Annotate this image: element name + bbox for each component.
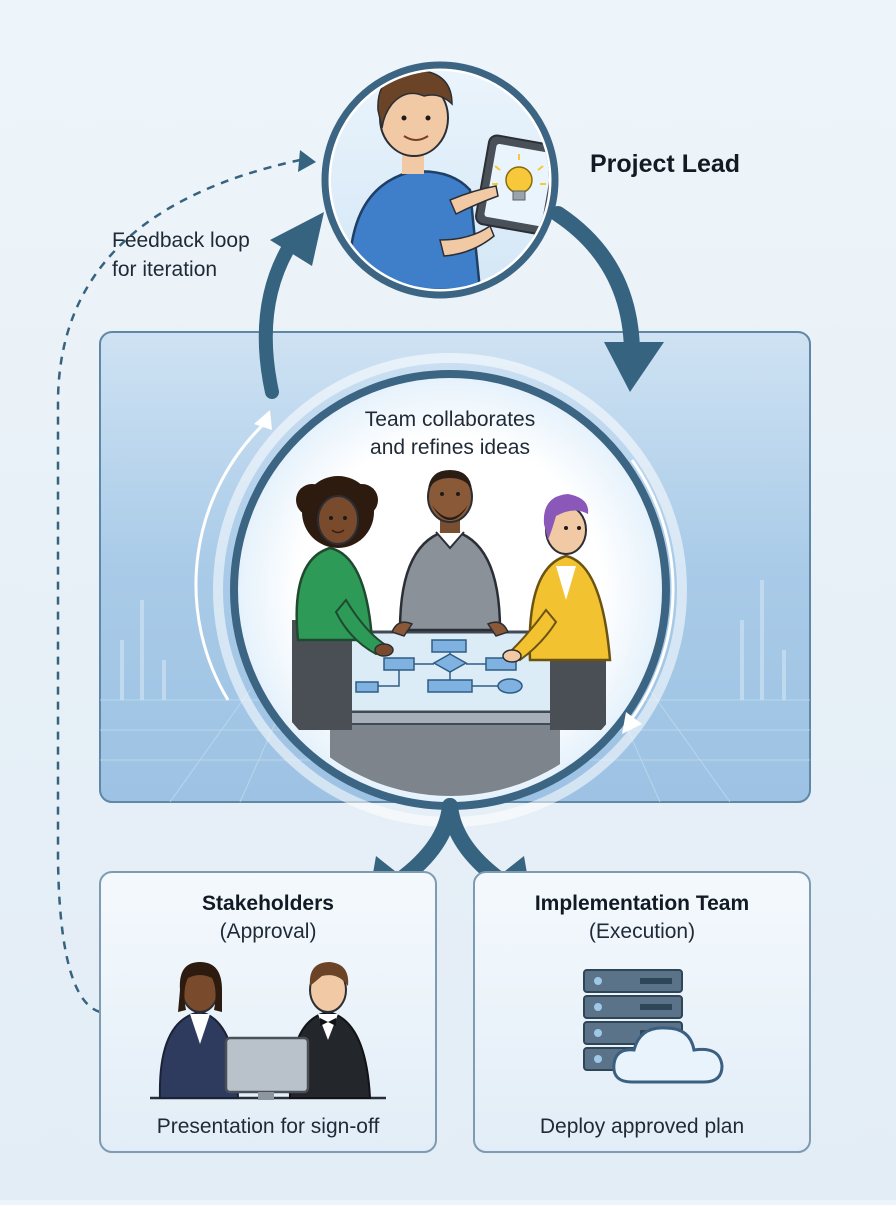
implementation-card (473, 871, 811, 1153)
feedback-loop-label: Feedback loop for iteration (112, 226, 312, 284)
arrowhead-to-team (604, 342, 664, 392)
lightbulb-icon (492, 154, 546, 201)
arrowhead-feedback (298, 150, 316, 172)
team-member-right (502, 494, 612, 730)
cycle-arrowhead-left (254, 410, 272, 430)
stakeholders-illustration (150, 962, 386, 1100)
cloud-icon (612, 1026, 724, 1084)
team-label-line-2: and refines ideas (370, 436, 530, 459)
implementation-title: Implementation Team (534, 892, 750, 915)
stakeholders-title: Stakeholders (202, 892, 334, 915)
team-circle (194, 353, 687, 827)
implementation-subtitle: (Execution) (588, 920, 696, 943)
project-lead-circle (321, 61, 559, 299)
feedback-label-line-2: for iteration (112, 258, 218, 281)
project-lead-figure (348, 71, 549, 289)
tablet (475, 134, 549, 236)
feedback-label-line-1: Feedback loop (112, 229, 250, 252)
project-lead-label: Project Lead (590, 150, 741, 178)
stakeholders-card (99, 871, 437, 1153)
arrowhead-to-lead (270, 212, 324, 266)
team-member-left (292, 476, 394, 730)
cycle-arrowhead-right (622, 712, 642, 734)
implementation-caption: Deploy approved plan (539, 1115, 745, 1138)
team-collaboration-label: Team collaborates and refines ideas (300, 406, 600, 462)
stakeholders-caption: Presentation for sign-off (156, 1115, 380, 1138)
stakeholders-subtitle: (Approval) (219, 920, 317, 943)
team-label-line-1: Team collaborates (364, 408, 536, 431)
team-member-center (390, 470, 510, 637)
